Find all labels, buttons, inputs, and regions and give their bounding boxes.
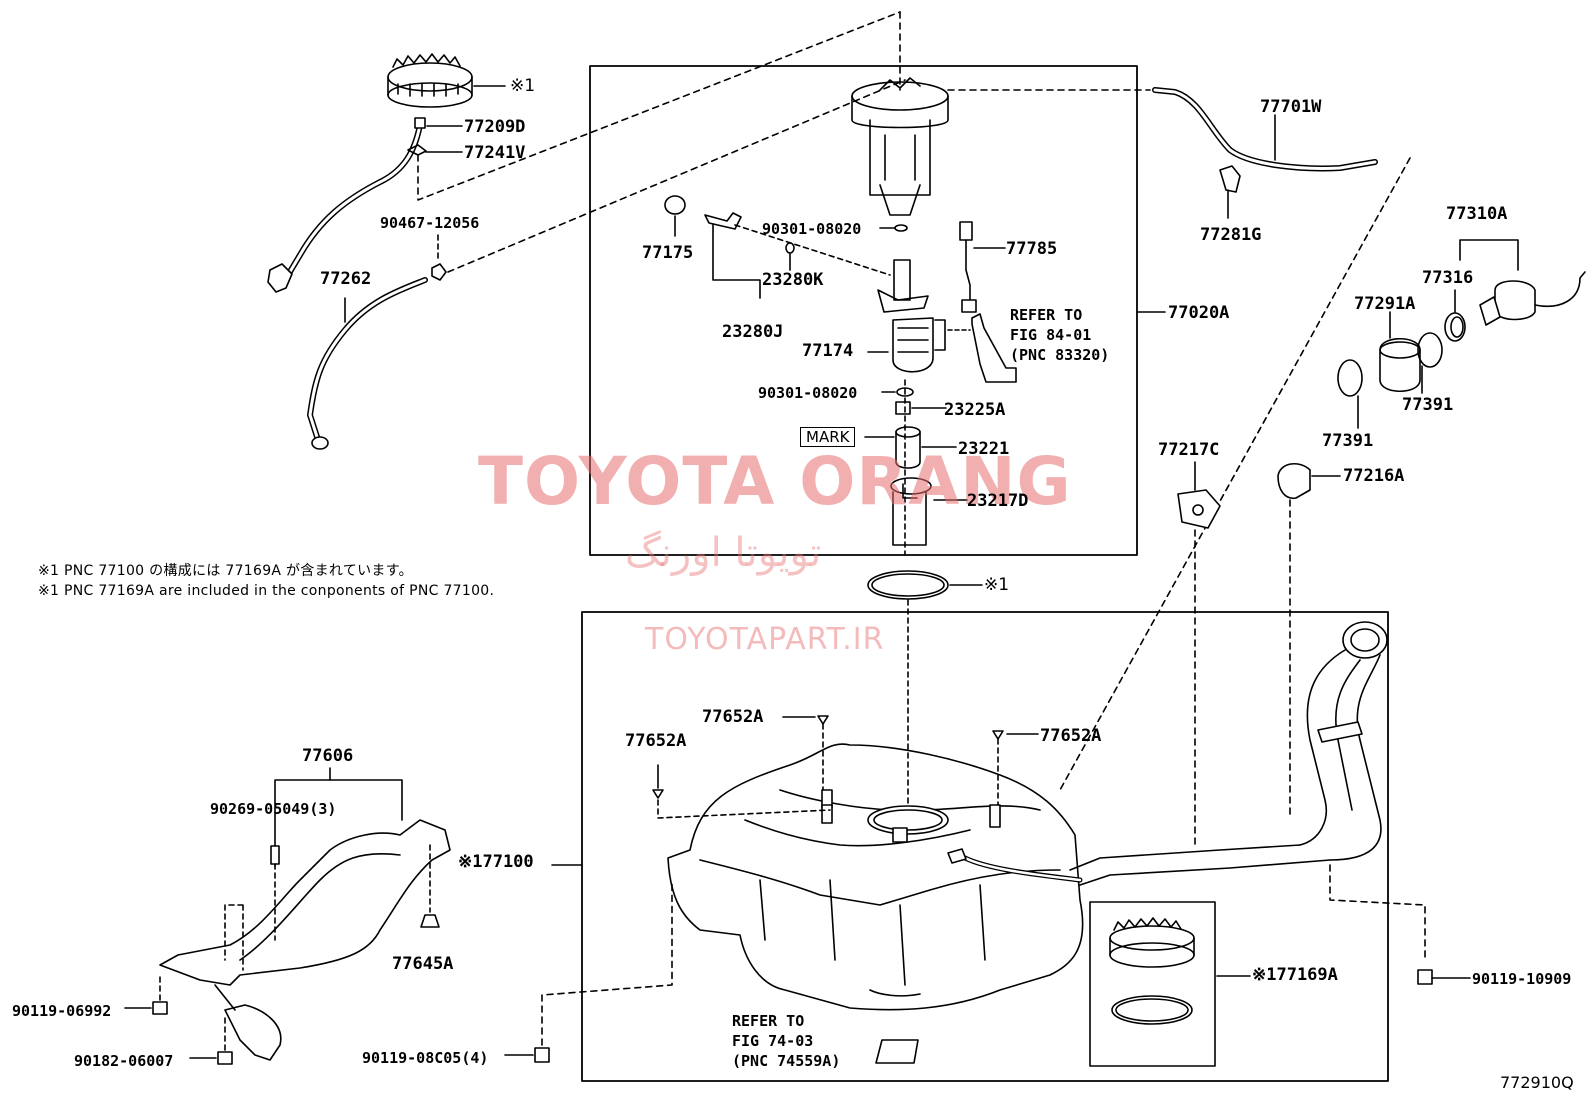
label-star1-ring: ※1 xyxy=(510,76,536,96)
ref-fig-84-01: REFER TO FIG 84-01 (PNC 83320) xyxy=(1010,306,1110,364)
label-77209d: 77209D xyxy=(464,117,526,137)
label-77217c: 77217C xyxy=(1158,440,1220,460)
label-90119-08c05: 90119-08C05(4) xyxy=(362,1049,489,1067)
label-star1-gasket: ※1 xyxy=(984,575,1010,595)
hose-77209d xyxy=(282,122,423,283)
fuel-tank xyxy=(667,743,1084,1011)
label-23280k: 23280K xyxy=(762,270,824,290)
watermark-main: TOYOTA ORANG xyxy=(478,443,1072,520)
label-77391-left: 77391 xyxy=(1322,431,1374,451)
label-77652a-top: 77652A xyxy=(702,707,764,727)
label-77100: ※177100 xyxy=(458,852,534,872)
ref-fig-74-03: REFER TO FIG 74-03 (PNC 74559A) xyxy=(732,1012,841,1070)
label-77785: 77785 xyxy=(1006,239,1058,259)
diagram-code: 772910Q xyxy=(1500,1073,1574,1092)
pump-assembly-frame xyxy=(589,65,1138,556)
label-90301-bottom: 90301-08020 xyxy=(758,384,858,402)
label-90119-06992: 90119-06992 xyxy=(12,1002,112,1020)
label-77216a: 77216A xyxy=(1343,466,1405,486)
fuel-pump-sender xyxy=(851,77,949,216)
label-77281g: 77281G xyxy=(1200,225,1262,245)
label-77241v: 77241V xyxy=(464,143,526,163)
label-23280j: 23280J xyxy=(722,322,784,342)
protector-77606 xyxy=(159,819,451,1061)
label-77262: 77262 xyxy=(320,269,372,289)
label-77169a: ※177169A xyxy=(1252,965,1338,985)
label-77391-right: 77391 xyxy=(1402,395,1454,415)
inset-frame xyxy=(1089,901,1216,1067)
label-77310a: 77310A xyxy=(1446,204,1508,224)
note-japanese: ※1 PNC 77100 の構成には 77169A が含まれています。 xyxy=(38,563,413,579)
label-77316: 77316 xyxy=(1422,268,1474,288)
note-english: ※1 PNC 77169A are included in the conpon… xyxy=(38,583,495,599)
label-77645a: 77645A xyxy=(392,954,454,974)
filler-pipe xyxy=(1069,621,1388,886)
label-23221: 23221 xyxy=(958,439,1010,459)
inset-lock-ring xyxy=(1109,917,1195,968)
label-77175: 77175 xyxy=(642,243,694,263)
label-23225a: 23225A xyxy=(944,400,1006,420)
watermark-persian: تویوتا اورنگ xyxy=(625,530,822,576)
label-77652a-left: 77652A xyxy=(625,731,687,751)
label-90301-top: 90301-08020 xyxy=(762,220,862,238)
label-90119-10909: 90119-10909 xyxy=(1472,970,1572,988)
label-90269: 90269-05049(3) xyxy=(210,800,337,818)
label-77701w: 77701W xyxy=(1260,97,1322,117)
label-77020a: 77020A xyxy=(1168,303,1230,323)
tank-assembly-frame xyxy=(581,611,1389,1082)
fuel-pump-module xyxy=(877,259,946,373)
label-77652a-right: 77652A xyxy=(1040,726,1102,746)
watermark-site: TOYOTAPART.IR xyxy=(645,622,885,657)
label-90467: 90467-12056 xyxy=(380,214,480,232)
hose-77262 xyxy=(307,277,428,443)
label-77606: 77606 xyxy=(302,746,354,766)
label-77291a: 77291A xyxy=(1354,294,1416,314)
mark-box: MARK xyxy=(800,427,856,447)
label-77174: 77174 xyxy=(802,341,854,361)
label-23217d: 23217D xyxy=(967,491,1029,511)
lock-ring-top xyxy=(387,53,473,108)
label-90182: 90182-06007 xyxy=(74,1052,174,1070)
filter-23221 xyxy=(895,426,921,469)
